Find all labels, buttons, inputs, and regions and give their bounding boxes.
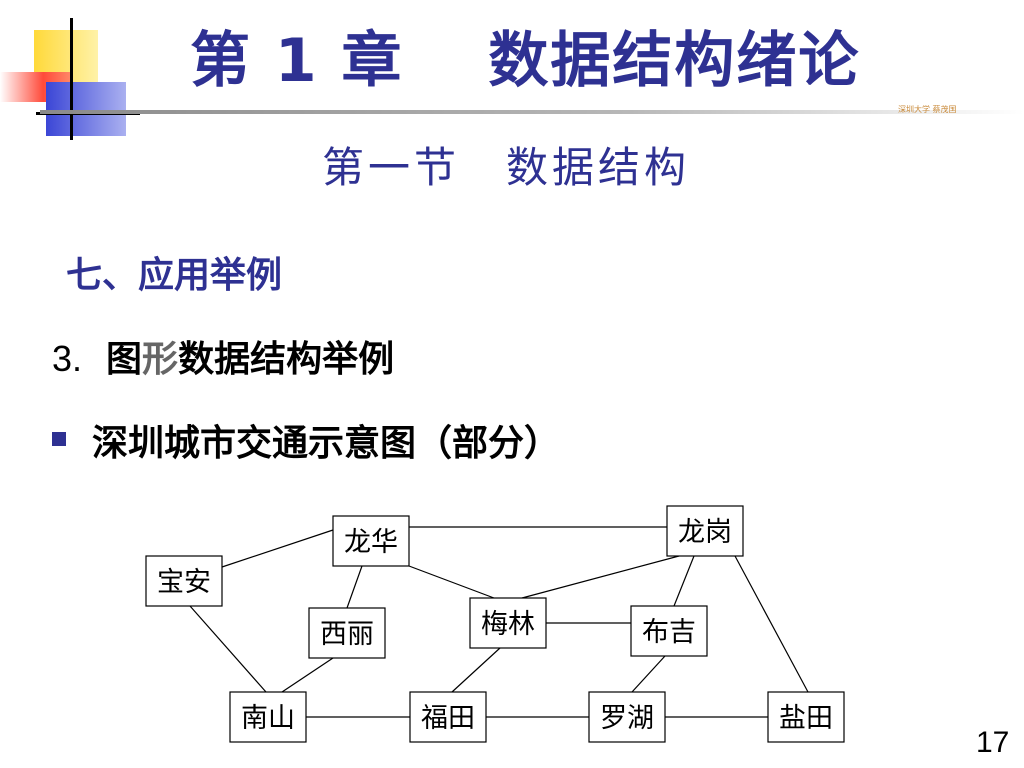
graph-node-label: 宝安 [157,567,211,598]
decor-vertical-line [70,18,73,140]
graph-node-luohu: 罗湖 [588,691,666,743]
graph-node-box [630,605,708,657]
graph-edge-longhua-xili [346,565,363,609]
graph-edge-buji-luohu [631,655,666,693]
title-divider [40,110,1024,114]
graph-edge-meilin-futian [451,647,501,693]
graph-node-longgang: 龙岗 [666,505,744,557]
item-number: 3. [52,338,83,379]
graph-node-nanshan: 南山 [229,691,307,743]
section-subtitle: 第一节 数据结构 [322,143,691,192]
graph-node-label: 罗湖 [600,703,654,734]
graph-node-box [308,607,386,659]
graph-node-buji: 布吉 [630,605,708,657]
graph-node-futian: 福田 [409,691,487,743]
graph-node-baoan: 宝安 [145,555,223,607]
section-heading: 七、应用举例 [66,255,283,296]
graph-edges [189,526,809,718]
corner-decoration [0,0,140,140]
decor-blue-square [46,82,126,136]
graph-edge-longhua-meilin [408,565,495,599]
graph-edge-baoan-longhua [221,529,334,568]
graph-node-label: 南山 [241,703,295,734]
graph-node-label: 盐田 [779,703,833,734]
graph-node-longhua: 龙华 [332,515,410,567]
graph-edge-xili-nanshan [281,657,334,693]
graph-edge-longgang-yantian [734,555,809,693]
graph-node-label: 梅林 [481,609,535,640]
bullet-square-icon [52,432,66,446]
item-text-start: 图 [106,339,143,380]
graph-node-box [666,505,744,557]
item-text-highlight: 形 [142,339,179,380]
graph-node-box [409,691,487,743]
graph-node-label: 福田 [421,703,475,734]
graph-node-box [332,515,410,567]
bullet-text: 深圳城市交通示意图（部分） [92,423,561,464]
graph-edge-longgang-meilin [521,555,680,599]
graph-node-xili: 西丽 [308,607,386,659]
author-signature: 深圳大学 蔡茂国 [898,105,957,114]
graph-node-label: 龙岗 [678,517,732,548]
graph-node-box [229,691,307,743]
graph-node-box [145,555,223,607]
graph-edge-baoan-nanshan [189,605,267,693]
graph-node-box [588,691,666,743]
graph-node-box [767,691,845,743]
graph-node-yantian: 盐田 [767,691,845,743]
graph-node-box [469,597,547,649]
page-number: 17 [976,726,1010,759]
page-title: 第 1 章 数据结构绪论 [190,26,861,96]
numbered-item: 3. 图形数据结构举例 [52,330,394,382]
graph-edge-longgang-buji [673,555,695,607]
item-text-end: 数据结构举例 [178,339,395,380]
graph-node-label: 布吉 [642,617,696,648]
graph-node-meilin: 梅林 [469,597,547,649]
graph-node-label: 西丽 [320,619,374,650]
graph-node-label: 龙华 [344,527,398,558]
item-text: 图形数据结构举例 [106,339,394,380]
